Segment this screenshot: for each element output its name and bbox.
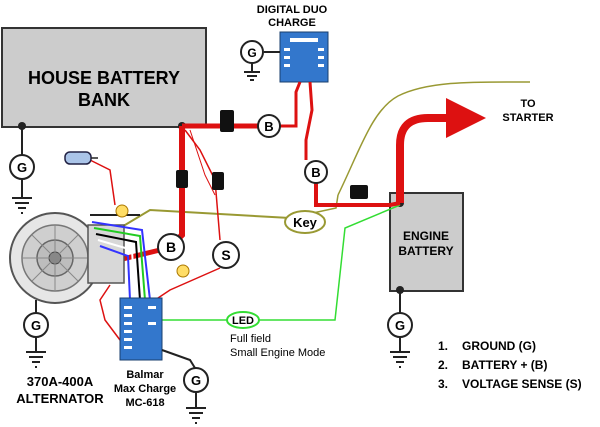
- key-switch: Key: [284, 210, 326, 234]
- battery-node-alternator: B: [157, 233, 185, 261]
- to-starter-label-line2: STARTER: [502, 112, 553, 124]
- legend-item-battery: BATTERY + (B): [462, 358, 547, 372]
- battery-node-label: B: [264, 119, 273, 134]
- battery-node-label: B: [311, 165, 320, 180]
- engine-battery-label-line2: BATTERY: [398, 244, 453, 258]
- engine-battery: ENGINE BATTERY: [389, 192, 464, 294]
- legend: 1. GROUND (G) 2. BATTERY + (B) 3. VOLTAG…: [438, 339, 582, 391]
- battery-node-label: B: [166, 239, 176, 255]
- ground-node-label: G: [17, 160, 27, 175]
- led-label: LED: [232, 315, 254, 327]
- regulator-ground: G: [161, 349, 209, 424]
- inline-fuse: [64, 151, 98, 165]
- ground-node-label: G: [395, 318, 405, 333]
- legend-item-ground: GROUND (G): [462, 339, 536, 353]
- key-label: Key: [293, 215, 318, 230]
- led-indicator: LED: [226, 311, 260, 329]
- key-wire-upper: [337, 81, 531, 196]
- ground-node-label: G: [247, 46, 256, 60]
- house-ground: G: [9, 126, 35, 214]
- sense-wire-green: [258, 204, 401, 321]
- b-to-engine-cable: [314, 180, 401, 207]
- digital-duo-title-line2: CHARGE: [268, 17, 316, 29]
- ground-node-label: G: [191, 373, 201, 388]
- starter-cable: [396, 98, 486, 203]
- full-field-label-line2: Small Engine Mode: [230, 347, 325, 359]
- voltage-sense-label: S: [221, 247, 230, 263]
- battery-node-house: B: [257, 114, 281, 138]
- battery-node-engine: B: [304, 160, 328, 184]
- legend-num-2: 2.: [438, 358, 448, 372]
- alternator-label-line2: ALTERNATOR: [16, 391, 104, 406]
- regulator-label-line2: Max Charge: [114, 383, 176, 395]
- house-battery-label-line1: HOUSE BATTERY: [28, 68, 180, 88]
- voltage-sense-node: S: [212, 241, 240, 269]
- house-battery-bank: HOUSE BATTERY BANK: [1, 27, 207, 130]
- legend-item-voltage-sense: VOLTAGE SENSE (S): [462, 377, 582, 391]
- digital-duo-title-line1: DIGITAL DUO: [257, 4, 328, 16]
- digital-duo-charge-module: [279, 31, 329, 83]
- balmar-regulator: [119, 297, 163, 361]
- engine-battery-label-line1: ENGINE: [403, 229, 449, 243]
- to-starter-label-line1: TO: [520, 98, 536, 110]
- regulator-label-line1: Balmar: [126, 369, 164, 381]
- ground-node-label: G: [31, 318, 41, 333]
- fuse-holder: [176, 110, 368, 199]
- regulator-label-line3: MC-618: [125, 397, 164, 409]
- alternator: [9, 212, 151, 304]
- house-battery-label-line2: BANK: [78, 90, 130, 110]
- alternator-ground: G: [23, 300, 49, 368]
- fuse-badge: [115, 204, 190, 278]
- legend-num-1: 1.: [438, 339, 448, 353]
- duo-ground: G: [240, 40, 280, 81]
- full-field-label-line1: Full field: [230, 333, 271, 345]
- legend-num-3: 3.: [438, 377, 448, 391]
- voltage-sense-wire: [184, 129, 221, 241]
- engine-ground: G: [387, 290, 413, 368]
- key-wire: [119, 208, 291, 229]
- alternator-label-line1: 370A-400A: [27, 374, 94, 389]
